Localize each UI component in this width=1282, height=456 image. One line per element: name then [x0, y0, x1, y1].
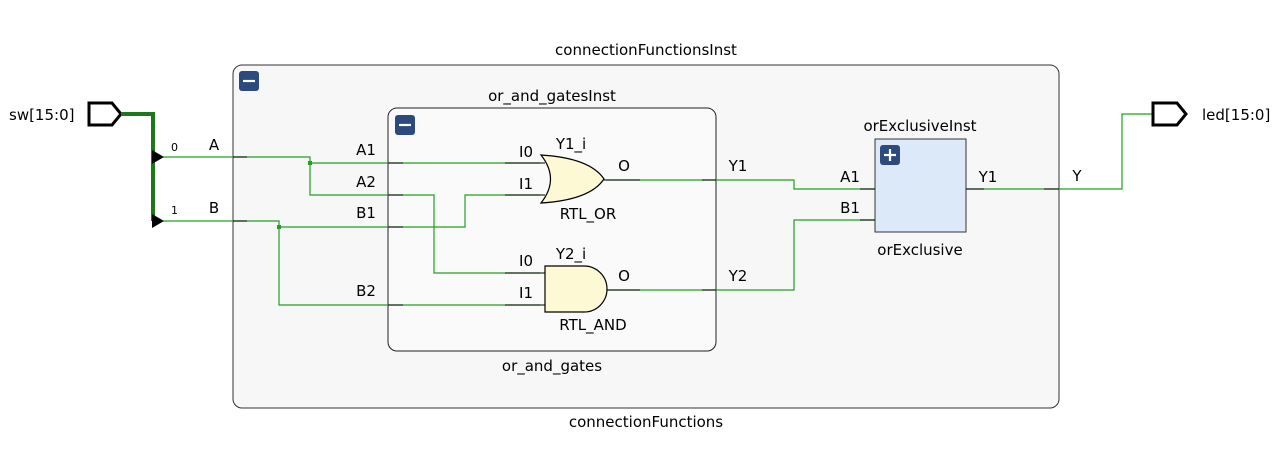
collapse-outer-button[interactable]	[239, 71, 259, 91]
out-y2-label: Y2	[728, 267, 748, 285]
wire-y2[interactable]	[606, 219, 875, 291]
or-and-gates-block[interactable]: or_and_gatesInst or_and_gates	[387, 87, 717, 376]
output-port-label: led[15:0]	[1202, 106, 1270, 124]
wire-a[interactable]	[155, 156, 540, 164]
net-b-label: B	[209, 199, 219, 217]
output-port-led[interactable]: led[15:0]	[1151, 101, 1270, 127]
pin-a1-label: A1	[356, 141, 376, 159]
or-exclusive-pin-b1: B1	[840, 199, 860, 217]
and-gate-shape	[544, 265, 608, 313]
and-gate-instance: Y2_i	[555, 245, 586, 264]
connection-functions-module-label: connectionFunctions	[569, 413, 723, 431]
out-y1-label: Y1	[728, 157, 748, 175]
input-port-sw[interactable]: sw[15:0]	[9, 101, 123, 127]
expand-or-exclusive-button[interactable]	[880, 145, 900, 165]
or-and-gates-instance-label: or_and_gatesInst	[488, 87, 616, 106]
bus-bit-1-label: 1	[171, 204, 178, 217]
or-exclusive-module-label: orExclusive	[877, 241, 962, 259]
connection-functions-instance-label: connectionFunctionsInst	[555, 41, 737, 59]
or-gate-instance: Y1_i	[555, 135, 586, 154]
or-exclusive-pin-y1: Y1	[978, 168, 998, 186]
and-gate-out: O	[618, 267, 630, 285]
or-gate-in1: I1	[519, 175, 533, 193]
wire-y1[interactable]	[606, 179, 875, 190]
junction-b	[277, 225, 281, 229]
or-gate[interactable]: Y1_i RTL_OR I0 I1 O	[519, 135, 630, 224]
or-gate-shape	[539, 154, 605, 204]
input-port-icon	[87, 101, 123, 127]
pin-stubs	[233, 156, 1059, 306]
input-port-label: sw[15:0]	[9, 106, 74, 124]
net-a-label: A	[209, 136, 220, 154]
pin-b1-label: B1	[356, 204, 376, 222]
or-gate-type: RTL_OR	[560, 205, 617, 224]
and-gate-in1: I1	[519, 284, 533, 302]
wire-b[interactable]	[155, 220, 540, 306]
wire-b-to-b1[interactable]	[279, 194, 540, 228]
bus-bit-0-label: 0	[171, 141, 178, 154]
input-bus[interactable]: 0 1	[121, 112, 178, 228]
and-gate-in0: I0	[519, 252, 533, 270]
wires	[155, 113, 1153, 306]
or-gate-in0: I0	[519, 143, 533, 161]
or-exclusive-block[interactable]: orExclusiveInst orExclusive A1 B1 Y1	[840, 117, 997, 259]
and-gate-type: RTL_AND	[559, 316, 626, 335]
or-gate-out: O	[618, 157, 630, 175]
and-gate[interactable]: Y2_i RTL_AND I0 I1 O	[519, 245, 630, 335]
or-exclusive-pin-a1: A1	[840, 168, 860, 186]
pin-a2-label: A2	[356, 173, 376, 191]
or-exclusive-instance-label: orExclusiveInst	[863, 117, 976, 135]
collapse-inner-button[interactable]	[395, 115, 415, 135]
pin-b2-label: B2	[356, 282, 376, 300]
or-and-gates-frame	[387, 107, 717, 352]
or-and-gates-module-label: or_and_gates	[502, 357, 602, 376]
bus-ripper-1	[152, 214, 164, 228]
bus-ripper-0	[152, 150, 164, 164]
output-port-icon	[1151, 101, 1188, 127]
net-y-label: Y	[1071, 167, 1082, 185]
wire-a-to-a2[interactable]	[309, 163, 540, 274]
junction-a	[308, 161, 312, 165]
bus-line	[121, 112, 155, 221]
